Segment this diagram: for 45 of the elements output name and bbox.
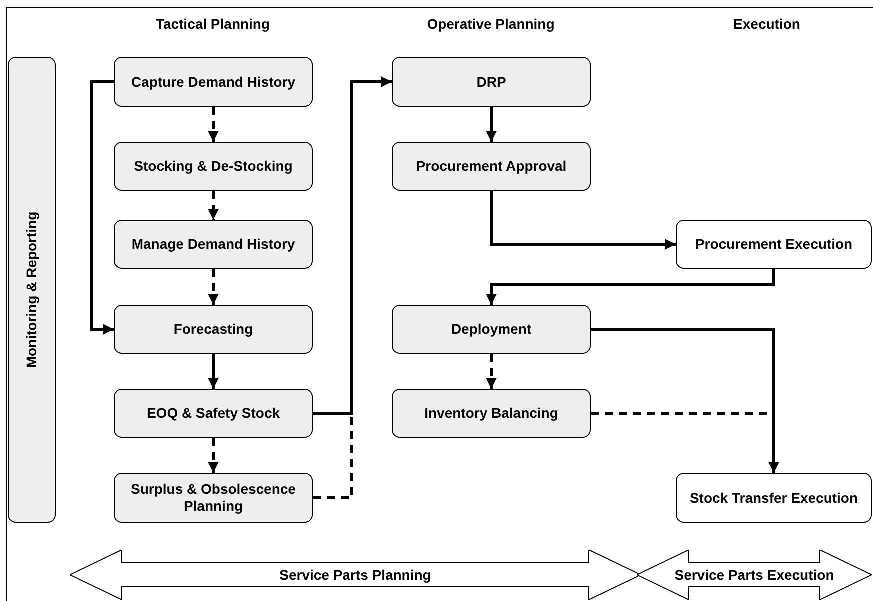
process-label: Procurement Approval bbox=[416, 158, 567, 175]
process-box bbox=[392, 305, 591, 354]
process-box bbox=[114, 57, 313, 107]
process-label: EOQ & Safety Stock bbox=[146, 405, 280, 422]
process-box bbox=[114, 389, 313, 438]
process-box bbox=[114, 473, 313, 523]
process-box bbox=[114, 142, 313, 191]
arrow bbox=[90, 80, 114, 335]
process-label: Deployment bbox=[451, 321, 532, 338]
process-label: Inventory Balancing bbox=[424, 405, 558, 422]
dashed-arrow bbox=[486, 354, 497, 389]
phase-banner bbox=[637, 550, 872, 600]
arrow bbox=[313, 76, 392, 415]
column-heading: Operative Planning bbox=[426, 15, 556, 34]
dashed-arrow bbox=[208, 438, 219, 473]
phase-banner bbox=[70, 550, 641, 600]
dashed-arrow bbox=[208, 269, 219, 305]
process-label: Procurement Execution bbox=[695, 236, 853, 253]
banner-label: Service Parts Planning bbox=[280, 566, 432, 585]
process-box bbox=[114, 220, 313, 269]
process-box bbox=[392, 57, 591, 107]
dashed-arrow bbox=[208, 191, 219, 220]
process-label: DRP bbox=[476, 74, 506, 90]
arrow bbox=[490, 191, 676, 250]
process-label: Surplus & Obsolescence Planning bbox=[130, 481, 297, 515]
process-box bbox=[392, 389, 591, 438]
column-heading: Tactical Planning bbox=[154, 15, 272, 34]
process-label: Capture Demand History bbox=[131, 74, 296, 90]
band-label: Monitoring & Reporting bbox=[22, 212, 40, 368]
arrow bbox=[208, 354, 219, 389]
process-label: Manage Demand History bbox=[132, 236, 296, 253]
process-label: Forecasting bbox=[174, 321, 254, 338]
arrow bbox=[486, 107, 497, 142]
column-heading: Execution bbox=[732, 15, 802, 34]
process-box bbox=[676, 220, 872, 269]
process-box bbox=[676, 473, 872, 523]
dashed-arrow bbox=[208, 107, 219, 142]
process-label: Stocking & De-Stocking bbox=[134, 158, 293, 175]
arrow bbox=[591, 328, 780, 473]
process-label: Stock Transfer Execution bbox=[690, 490, 858, 506]
process-box bbox=[392, 142, 591, 191]
side-band bbox=[8, 57, 56, 523]
arrow bbox=[486, 269, 776, 305]
process-box bbox=[114, 305, 313, 354]
banner-label: Service Parts Execution bbox=[674, 566, 834, 584]
